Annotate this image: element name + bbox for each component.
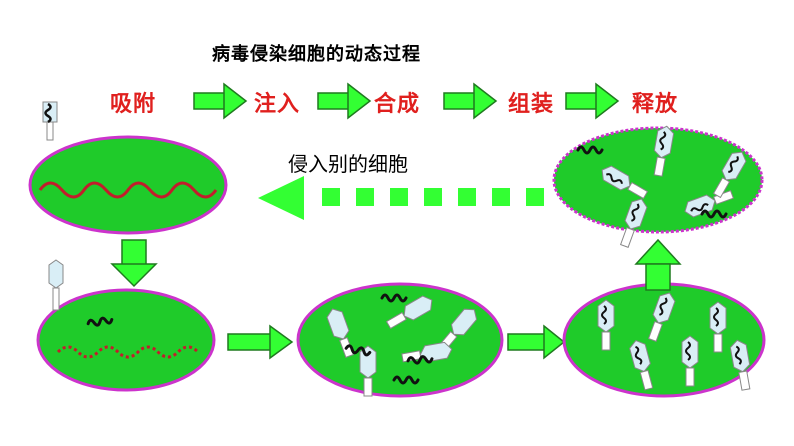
host-dna-strand xyxy=(38,181,218,199)
flow-arrow-icon xyxy=(227,324,294,360)
phage-icon xyxy=(709,147,750,200)
step-label-adsorption: 吸附 xyxy=(110,92,157,117)
flow-arrow-icon xyxy=(443,82,498,120)
phage-icon xyxy=(597,162,650,203)
flow-arrow-icon xyxy=(110,239,158,288)
cell-synthesis xyxy=(296,282,504,398)
cell-release xyxy=(552,124,764,250)
step-label-synthesis: 合成 xyxy=(374,92,421,117)
host-dna-dotted xyxy=(56,345,200,359)
phage-icon xyxy=(644,289,678,344)
phage-icon xyxy=(48,259,64,311)
cell-injection xyxy=(36,259,216,392)
step-label-injection: 注入 xyxy=(254,92,301,117)
phage-icon xyxy=(649,124,676,178)
phage-icon xyxy=(627,337,658,392)
step-label-release: 释放 xyxy=(632,92,679,117)
phage-icon xyxy=(616,195,650,250)
cell-assembly xyxy=(562,282,766,398)
flow-arrow-icon xyxy=(634,238,682,291)
phage-icon xyxy=(681,186,736,220)
return-arrow-caption: 侵入别的细胞 xyxy=(288,152,408,176)
flow-arrow-icon xyxy=(193,82,248,120)
flow-arrow-icon xyxy=(507,324,566,360)
phage-icon xyxy=(728,338,755,392)
step-label-assembly: 组装 xyxy=(508,92,555,117)
cell-adsorption xyxy=(28,101,228,235)
phage-icon xyxy=(42,101,58,141)
phage-icon xyxy=(709,301,727,353)
phage-icon xyxy=(597,299,615,351)
phage-icon xyxy=(681,335,699,387)
dotted-return-arrow-icon xyxy=(258,176,544,220)
diagram-title: 病毒侵染细胞的动态过程 xyxy=(212,44,421,65)
flow-arrow-icon xyxy=(317,82,372,120)
flow-arrow-icon xyxy=(565,82,620,120)
